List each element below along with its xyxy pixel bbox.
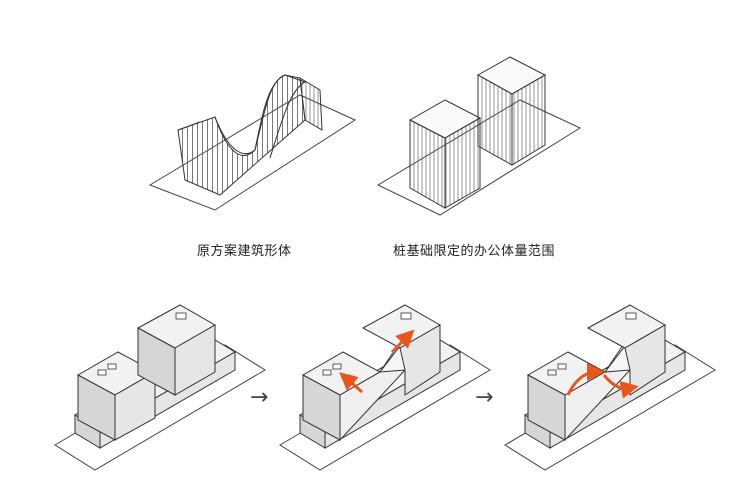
- front-tower: [408, 99, 482, 209]
- sequence-arrow-2: →: [475, 385, 494, 410]
- curve-arrow-left: [566, 363, 605, 396]
- step-2-sloped-link: [279, 304, 491, 471]
- original-building-diagram: [148, 74, 357, 211]
- curve-arrow-right: [602, 374, 639, 399]
- sequence-arrow-1: →: [250, 385, 269, 410]
- curved-facade-front: [177, 74, 306, 196]
- curved-facade-side: [299, 77, 323, 131]
- direction-arrow-up-right: [390, 329, 415, 354]
- caption-pile-limited-volume: 桩基础限定的办公体量范围: [393, 244, 556, 259]
- step-1-two-boxes: [54, 304, 266, 471]
- back-tower: [476, 56, 547, 166]
- step-3-curved-link: [504, 304, 716, 471]
- direction-arrow-up-left: [339, 372, 363, 394]
- curved-roof: [214, 74, 307, 159]
- pile-limited-volumes-diagram: [376, 56, 582, 216]
- caption-original-form: 原方案建筑形体: [197, 244, 292, 259]
- site-plate: [148, 94, 357, 211]
